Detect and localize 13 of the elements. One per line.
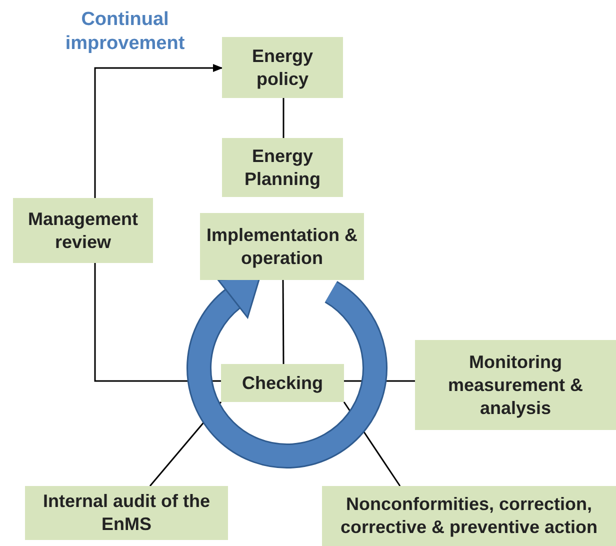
process-box: Implementation & operation	[200, 213, 364, 280]
note-text: Continual improvement	[64, 8, 186, 56]
process-box: Management review	[13, 198, 153, 263]
arrow	[94, 64, 223, 198]
connector-line	[282, 98, 284, 138]
process-box: Energy policy	[222, 37, 343, 98]
connector-line	[94, 263, 221, 382]
connector-line	[282, 280, 284, 364]
process-box: Checking	[221, 364, 344, 402]
process-box: Nonconformities, correction, corrective & preventive action	[322, 486, 616, 546]
process-box: Energy Planning	[222, 138, 343, 197]
process-box: Internal audit of the EnMS	[25, 486, 228, 540]
process-box: Monitoring measurement & analysis	[415, 340, 616, 430]
